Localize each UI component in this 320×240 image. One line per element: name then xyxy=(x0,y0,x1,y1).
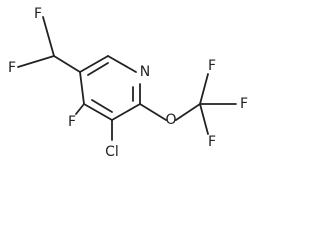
atom-f-cf3-bottom: F xyxy=(208,134,216,150)
atom-f-ring: F xyxy=(68,114,76,130)
bond-c5-c2 xyxy=(79,71,85,105)
atom-o: O xyxy=(165,112,176,128)
bond-c1-c6 xyxy=(111,103,141,121)
structure-svg: F F N F Cl O F F F xyxy=(8,6,248,160)
bond-c3-n xyxy=(107,55,137,73)
bond-o-cf3 xyxy=(175,103,201,121)
bond-cf3-fbottom xyxy=(199,103,209,135)
bond-inner-3 xyxy=(91,99,113,113)
bond-c2-c3 xyxy=(79,55,109,73)
bond-ring-f xyxy=(75,103,85,115)
bond-inner-1 xyxy=(87,62,109,76)
bond-chf2-fleft xyxy=(17,55,55,68)
bond-chf2-ftop xyxy=(42,16,55,57)
molecule-diagram: F F N F Cl O F F F xyxy=(7,6,249,160)
bond-cf3-ftop xyxy=(199,73,209,105)
bond-c6-c5 xyxy=(83,103,113,121)
atom-f-cf3-right: F xyxy=(240,96,248,112)
atom-cl: Cl xyxy=(105,144,119,160)
atom-f-cf3-top: F xyxy=(208,58,216,74)
atom-f-chf2-left: F xyxy=(8,60,16,76)
atom-f-chf2-top: F xyxy=(34,6,42,22)
atom-n-ring: N xyxy=(140,64,150,80)
bond-ring-chf2 xyxy=(53,55,81,73)
bond-ring-o xyxy=(139,103,167,121)
